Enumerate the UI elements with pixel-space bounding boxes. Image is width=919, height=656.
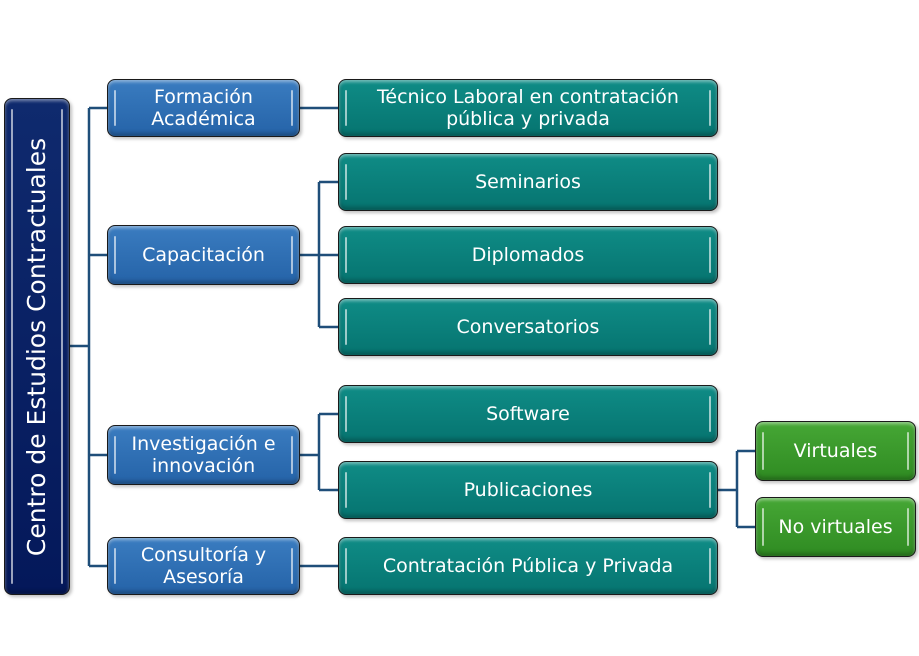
node-label: Contratación Pública y Privada: [382, 555, 674, 577]
node-label: Técnico Laboral en contratación pública …: [377, 86, 679, 130]
connector-root: [70, 106, 107, 568]
node-publicaciones: Publicaciones: [338, 461, 718, 519]
node-label: Seminarios: [475, 171, 581, 193]
connector-publicaciones: [718, 449, 755, 529]
node-label: Virtuales: [793, 440, 878, 462]
node-label: Capacitación: [142, 244, 265, 266]
node-label: Conversatorios: [456, 316, 600, 338]
node-label: Consultoría y Asesoría: [140, 544, 267, 588]
node-software: Software: [338, 385, 718, 443]
node-capacitacion: Capacitación: [107, 225, 300, 285]
node-investigacion: Investigación e innovación: [107, 425, 300, 485]
node-label: No virtuales: [778, 516, 893, 538]
node-virtuales: Virtuales: [755, 421, 916, 481]
root-node: Centro de Estudios Contractuales: [4, 98, 70, 595]
node-seminarios: Seminarios: [338, 153, 718, 211]
node-label: Publicaciones: [463, 479, 593, 501]
node-label: Software: [486, 403, 570, 425]
node-formacion-academica: Formación Académica: [107, 79, 300, 137]
node-label: Investigación e innovación: [131, 433, 276, 477]
connector-capacitacion: [300, 180, 338, 329]
node-consultoria: Consultoría y Asesoría: [107, 537, 300, 595]
node-conversatorios: Conversatorios: [338, 298, 718, 356]
node-tecnico-laboral: Técnico Laboral en contratación pública …: [338, 79, 718, 137]
node-no-virtuales: No virtuales: [755, 497, 916, 557]
node-contratacion-publica-privada: Contratación Pública y Privada: [338, 537, 718, 595]
node-label: Formación Académica: [151, 86, 256, 130]
node-label: Diplomados: [471, 244, 585, 266]
node-diplomados: Diplomados: [338, 226, 718, 284]
root-label: Centro de Estudios Contractuales: [22, 137, 52, 556]
connector-investigacion: [300, 412, 338, 492]
